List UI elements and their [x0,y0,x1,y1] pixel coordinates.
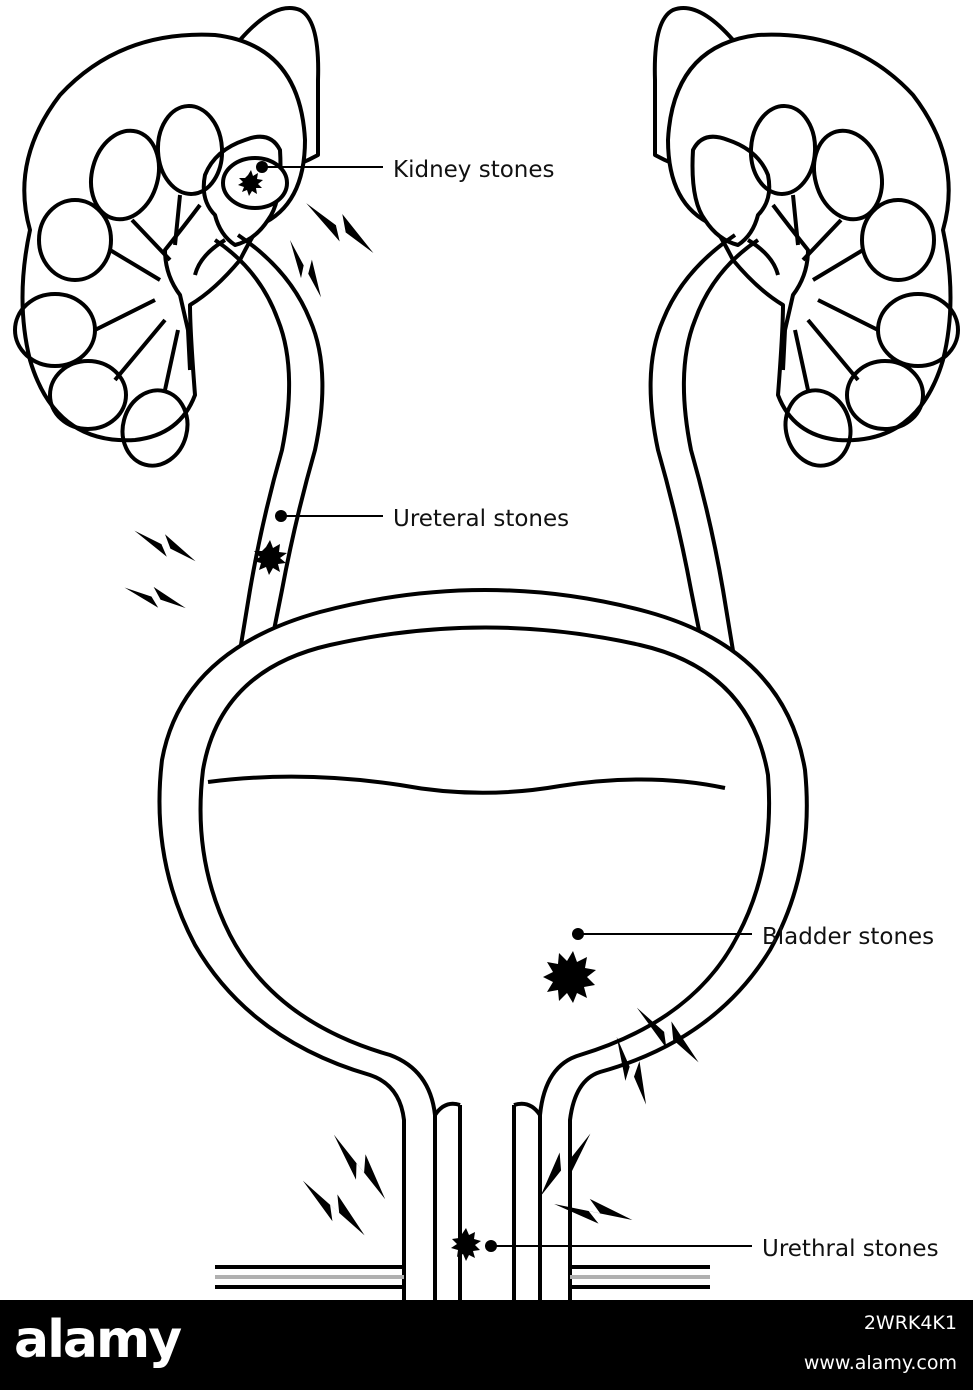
callout-kidney: Kidney stones [256,157,555,183]
right-ureter [648,233,760,676]
right-kidney [652,6,953,443]
pain-bolt-icon [273,240,338,298]
pain-bolt-icon [124,579,186,617]
urinary-stones-diagram: Kidney stones Ureteral stones Bladder st… [13,6,960,1300]
callout-bladder: Bladder stones [572,924,934,950]
pain-bolt-icon [293,1180,375,1236]
ureteral-stone [253,540,287,575]
pain-bolt-icon [134,530,196,562]
bladder [157,588,809,1300]
bladder-stone [543,951,596,1003]
label-urethral-stones: Urethral stones [762,1236,939,1262]
label-ureteral-stones: Ureteral stones [393,506,569,532]
label-kidney-stones: Kidney stones [393,157,555,183]
pain-bolt-icon [318,1134,401,1200]
kidney-stone [221,156,289,210]
left-ureter [213,233,325,676]
label-bladder-stones: Bladder stones [762,924,934,950]
alamy-logo: alamy [14,1310,182,1370]
image-id: 2WRK4K1 [863,1312,957,1334]
urethral-stone [451,1228,481,1261]
pain-bolt-icon [299,203,380,253]
pelvic-floor [215,1265,710,1289]
urethra [433,1101,542,1300]
callout-urethral: Urethral stones [485,1236,939,1262]
left-kidney [20,6,321,443]
watermark-bar: alamy 2WRK4K1 www.alamy.com [0,1300,973,1390]
site-url: www.alamy.com [803,1352,957,1374]
callout-ureteral: Ureteral stones [275,506,569,532]
